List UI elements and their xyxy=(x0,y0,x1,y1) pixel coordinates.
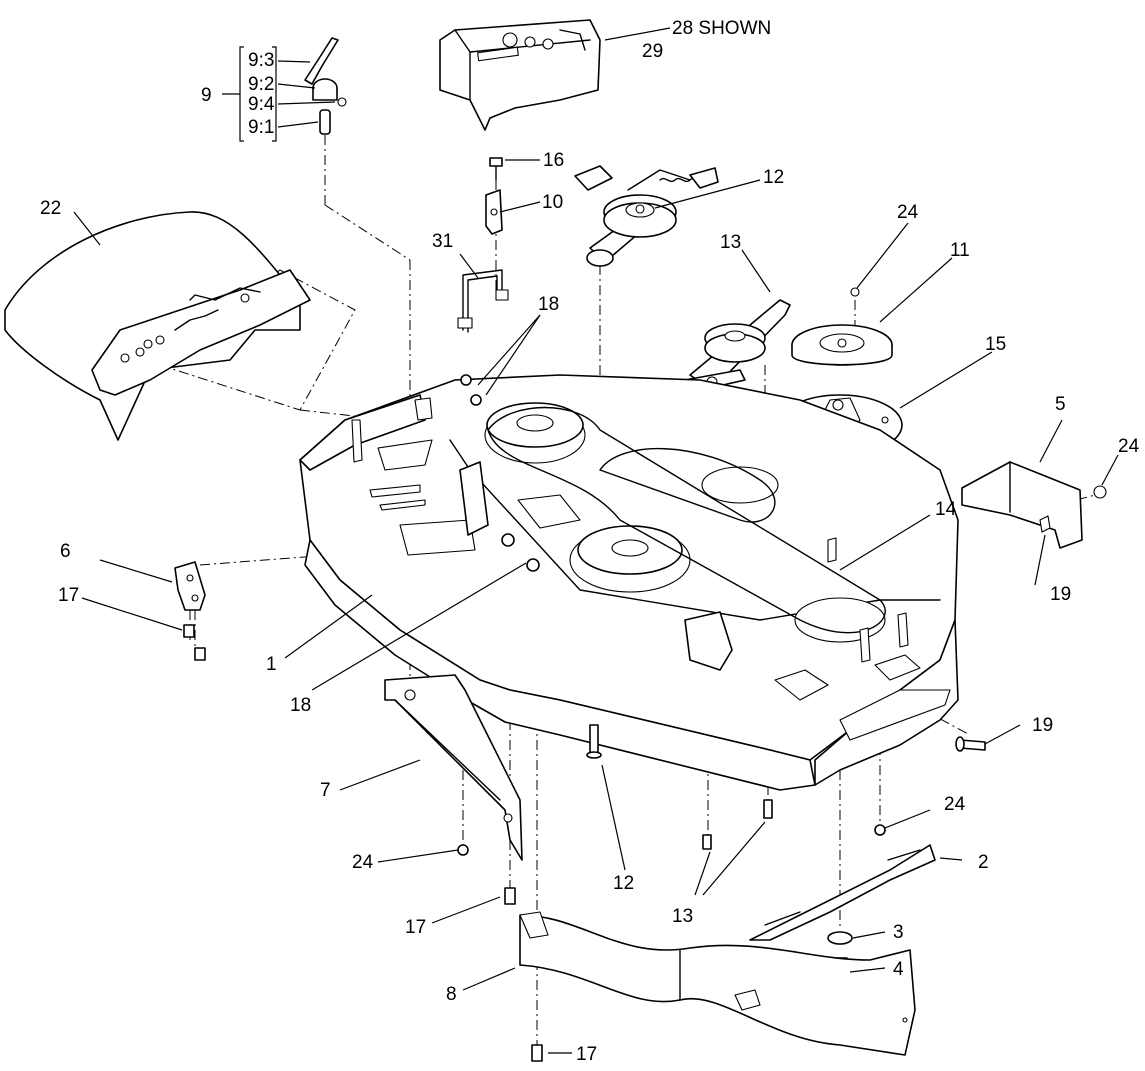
callout-9-4: 9:4 xyxy=(248,94,275,115)
callout-7: 7 xyxy=(320,780,331,801)
callout-18-bottom: 18 xyxy=(290,695,311,716)
callout-31: 31 xyxy=(432,231,453,252)
callout-19-right: 19 xyxy=(1050,584,1071,605)
callout-12-bottom: 12 xyxy=(613,873,634,894)
callout-2: 2 xyxy=(978,852,989,873)
bracket-part-5 xyxy=(961,461,1107,549)
callout-3: 3 xyxy=(893,922,904,943)
leader-lines xyxy=(73,27,1119,1054)
callout-17-bottom: 17 xyxy=(576,1044,597,1065)
callout-14: 14 xyxy=(935,499,957,520)
belt-cover-part-22 xyxy=(4,211,311,441)
callout-labels: 28 SHOWN 29 9:3 9:2 9:4 9:1 9 16 10 12 2… xyxy=(40,18,1140,1065)
callout-11: 11 xyxy=(950,240,970,261)
lever-assembly-part-9 xyxy=(304,37,347,135)
callout-19-bottom: 19 xyxy=(1032,715,1053,736)
callout-22: 22 xyxy=(40,198,61,219)
bolt-part-16 xyxy=(489,157,503,181)
callout-4: 4 xyxy=(893,959,904,980)
callout-6: 6 xyxy=(60,541,71,562)
idler-arm-part-13 xyxy=(684,299,791,393)
blade-part-2 xyxy=(749,844,936,941)
callout-17-middle: 17 xyxy=(405,917,426,938)
hardware-small xyxy=(183,374,986,1062)
callout-16: 16 xyxy=(543,150,564,171)
callout-12-top: 12 xyxy=(763,167,784,188)
callout-15: 15 xyxy=(985,334,1006,355)
callout-17-left: 17 xyxy=(58,585,79,606)
callout-24-lower-right: 24 xyxy=(944,794,966,815)
callout-18-top: 18 xyxy=(538,294,559,315)
idler-pulley-assembly-part-12 xyxy=(574,165,719,267)
callout-9-3: 9:3 xyxy=(248,50,274,71)
callout-29: 29 xyxy=(642,41,663,62)
u-bolt-part-31 xyxy=(457,269,509,333)
mower-deck-part-1 xyxy=(299,374,959,791)
callout-13-bottom: 13 xyxy=(672,906,693,927)
part-9-bracket xyxy=(222,46,336,142)
callout-1: 1 xyxy=(266,654,277,675)
callout-9-1: 9:1 xyxy=(248,117,274,138)
callout-5: 5 xyxy=(1055,394,1066,415)
bracket-part-6 xyxy=(174,561,206,611)
callout-24-left: 24 xyxy=(352,852,374,873)
callout-10: 10 xyxy=(542,192,563,213)
callout-8: 8 xyxy=(446,984,457,1005)
callout-28: 28 SHOWN xyxy=(672,18,771,39)
callout-24-right: 24 xyxy=(1118,436,1140,457)
callout-13-top: 13 xyxy=(720,232,741,253)
side-bracket-part-7 xyxy=(384,674,523,861)
bracket-part-10 xyxy=(485,189,503,235)
callout-9-2: 9:2 xyxy=(248,74,274,95)
front-baffle-part-8 xyxy=(519,911,916,1056)
callout-24-top: 24 xyxy=(897,202,919,223)
spindle-pulley-part-11 xyxy=(791,287,893,366)
callout-9: 9 xyxy=(201,85,212,106)
top-shield-part-28 xyxy=(439,19,601,131)
